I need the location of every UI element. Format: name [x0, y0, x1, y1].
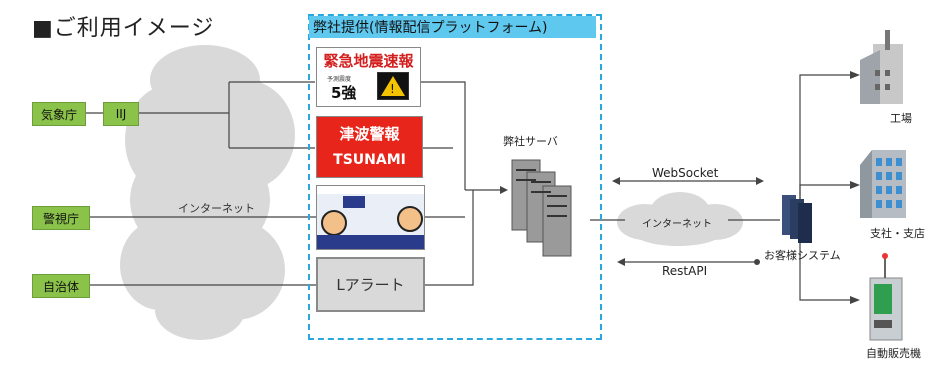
- person-left-icon: [321, 210, 347, 236]
- cloud-left-label: インターネット: [178, 202, 255, 215]
- person-right-icon: [397, 206, 423, 232]
- customer-system-label: お客様システム: [764, 249, 841, 262]
- police-footer-bar: [317, 235, 424, 249]
- tsunami-title: 津波警報: [339, 125, 400, 143]
- tsunami-card: 津波警報 TSUNAMI: [316, 116, 423, 178]
- factory-icon: [860, 30, 903, 104]
- customer-system-icon: [782, 195, 812, 243]
- server-rack-icon: [511, 159, 572, 257]
- vending-machine-icon: [869, 253, 903, 341]
- platform-title: 弊社提供(情報配信プラットフォーム): [309, 16, 596, 38]
- eew-title: 緊急地震速報: [323, 52, 414, 70]
- platform-frame: [308, 14, 602, 340]
- source-keishicho: 警視庁: [32, 206, 90, 230]
- source-iij: IIJ: [103, 102, 139, 126]
- eew-card: 緊急地震速報 予測震度 5強 !: [316, 47, 421, 107]
- internet-cloud-right: [617, 192, 743, 246]
- lalert-label: Lアラート: [336, 276, 405, 294]
- page-title: ■ご利用イメージ: [32, 16, 215, 41]
- arrow-heads: [500, 71, 860, 304]
- police-notice-card: [316, 185, 425, 250]
- websocket-label: WebSocket: [652, 166, 719, 180]
- lalert-card: Lアラート: [316, 257, 425, 312]
- svg-text:!: !: [390, 82, 395, 96]
- factory-label: 工場: [890, 112, 912, 125]
- internet-cloud-left: [120, 45, 295, 340]
- cloud-right-label: インターネット: [642, 219, 712, 230]
- connector-lines: [84, 74, 850, 301]
- vending-label: 自動販売機: [866, 347, 921, 360]
- eew-intensity: 5強: [331, 84, 357, 102]
- source-jichitai: 自治体: [32, 274, 90, 298]
- eew-intensity-label: 予測震度: [327, 76, 352, 83]
- tsunami-subtitle: TSUNAMI: [333, 152, 406, 168]
- server-label: 弊社サーバ: [503, 135, 558, 148]
- police-logo-icon: [343, 196, 365, 208]
- office-building-icon: [860, 150, 906, 218]
- source-kishocho: 気象庁: [32, 102, 86, 126]
- restapi-label: RestAPI: [662, 264, 708, 278]
- branch-label: 支社・支店: [870, 227, 925, 240]
- earthquake-warning-icon: !: [377, 72, 409, 100]
